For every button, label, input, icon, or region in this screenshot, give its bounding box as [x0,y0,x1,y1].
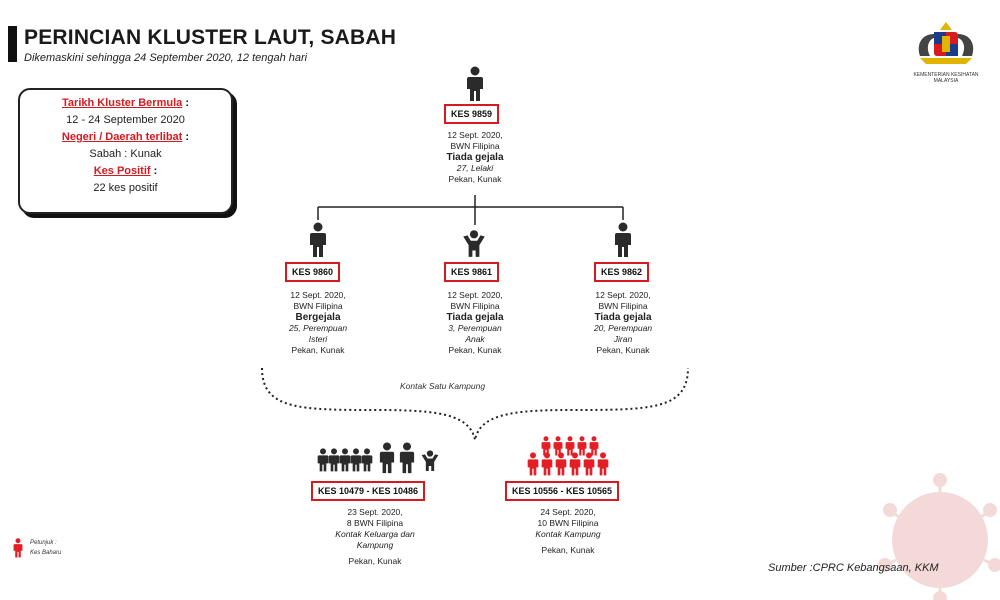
person-icon [398,442,416,474]
index-case-id: KES 9859 [444,104,500,124]
person-icon [378,442,396,474]
case-location: Pekan, Kunak [291,345,345,355]
case-id: KES 9862 [594,262,650,282]
group-case-range: KES 10556 - KES 10565 [505,481,620,501]
case-contact-2: Kampung [356,540,394,550]
case-contact: Kontak Kampung [535,529,601,539]
child-icon [420,450,440,472]
case-location: Pekan, Kunak [348,556,402,566]
case-date: 23 Sept. 2020, [347,507,403,517]
group-new-cases-icons [526,436,616,478]
case-symptom: Tiada gejala [446,152,504,163]
new-case-person-icon [12,538,24,558]
case-symptom: Tiada gejala [594,312,652,323]
case-relation: Jiran [613,334,633,344]
brace-connector [261,367,689,441]
info-region-value: Sabah : Kunak [89,148,162,160]
page-subtitle: Dikemaskini sehingga 24 September 2020, … [24,52,308,64]
info-positive-label: Kes Positif [93,165,151,177]
person-icon [582,452,596,476]
ministry-logo: KEMENTERIAN KESIHATAN MALAYSIA [906,20,986,84]
index-case-details: 12 Sept. 2020, BWN Filipina Tiada gejala… [395,130,555,185]
case-id: KES 9861 [444,262,500,282]
case-details: 12 Sept. 2020, BWN Filipina Bergejala 25… [238,290,398,356]
case-date: 12 Sept. 2020, [447,290,503,300]
info-positive-value: 22 kes positif [93,182,158,194]
legend-title: Petunjuk : [30,540,57,546]
child-icon [461,230,487,258]
person-icon [540,452,554,476]
case-symptom: Tiada gejala [446,312,504,323]
connector-label: Kontak Satu Kampung [400,381,486,391]
case-location: Pekan, Kunak [596,345,650,355]
case-contact: Kontak Keluarga dan [335,529,415,539]
case-date: 24 Sept. 2020, [540,507,596,517]
logo-caption: KEMENTERIAN KESIHATAN MALAYSIA [913,72,979,84]
info-start-row: Tarikh Kluster Bermula : [20,95,231,112]
case-relation: Isteri [308,334,328,344]
case-count: 10 BWN Filipina [537,518,599,528]
case-detail: 3, Perempuan [448,323,502,333]
page-title: PERINCIAN KLUSTER LAUT, SABAH [24,26,397,49]
virus-watermark-icon [878,473,1000,600]
person-icon [612,222,634,258]
person-icon [464,66,486,102]
case-origin: BWN Filipina [598,301,648,311]
case-relation: Anak [465,334,485,344]
info-start-value: 12 - 24 September 2020 [66,114,185,126]
person-icon [360,448,374,472]
case-detail: 25, Perempuan [288,323,348,333]
person-icon [307,222,329,258]
case-detail: 20, Perempuan [593,323,653,333]
person-icon [554,452,568,476]
case-detail: 27, Lelaki [456,163,494,173]
case-count: 8 BWN Filipina [346,518,404,528]
cluster-info-box: Tarikh Kluster Bermula : 12 - 24 Septemb… [18,88,233,214]
person-icon [526,452,540,476]
title-accent-bar [8,26,17,62]
case-details: 12 Sept. 2020, BWN Filipina Tiada gejala… [543,290,703,356]
case-id: KES 9860 [285,262,341,282]
info-start-label: Tarikh Kluster Bermula [62,97,183,109]
coat-of-arms-icon [918,22,974,64]
person-icon [596,452,610,476]
case-symptom: Bergejala [295,312,341,323]
case-location: Pekan, Kunak [541,545,595,555]
info-colon: : [185,131,190,143]
info-region-row: Negeri / Daerah terlibat : [20,129,231,146]
info-colon: : [185,97,189,109]
group-case-range: KES 10479 - KES 10486 [311,481,426,501]
case-date: 12 Sept. 2020, [290,290,346,300]
case-origin: BWN Filipina [293,301,343,311]
group-case-details: 24 Sept. 2020, 10 BWN Filipina Kontak Ka… [488,507,648,556]
info-positive-row: Kes Positif : [20,163,231,180]
case-details: 12 Sept. 2020, BWN Filipina Tiada gejala… [395,290,555,356]
case-location: Pekan, Kunak [448,174,502,184]
person-icon [568,452,582,476]
case-date: 12 Sept. 2020, [595,290,651,300]
case-location: Pekan, Kunak [448,345,502,355]
group-case-details: 23 Sept. 2020, 8 BWN Filipina Kontak Kel… [295,507,455,567]
case-origin: BWN Filipina [450,141,500,151]
group-people-icons [316,438,446,478]
info-region-label: Negeri / Daerah terlibat [61,131,183,143]
legend-item: Kes Baharu [30,550,62,556]
case-origin: BWN Filipina [450,301,500,311]
case-date: 12 Sept. 2020, [447,130,503,140]
legend: Petunjuk : Kes Baharu [30,538,61,558]
info-colon: : [153,165,158,177]
source-note: Sumber :CPRC Kebangsaan, KKM [768,562,939,574]
